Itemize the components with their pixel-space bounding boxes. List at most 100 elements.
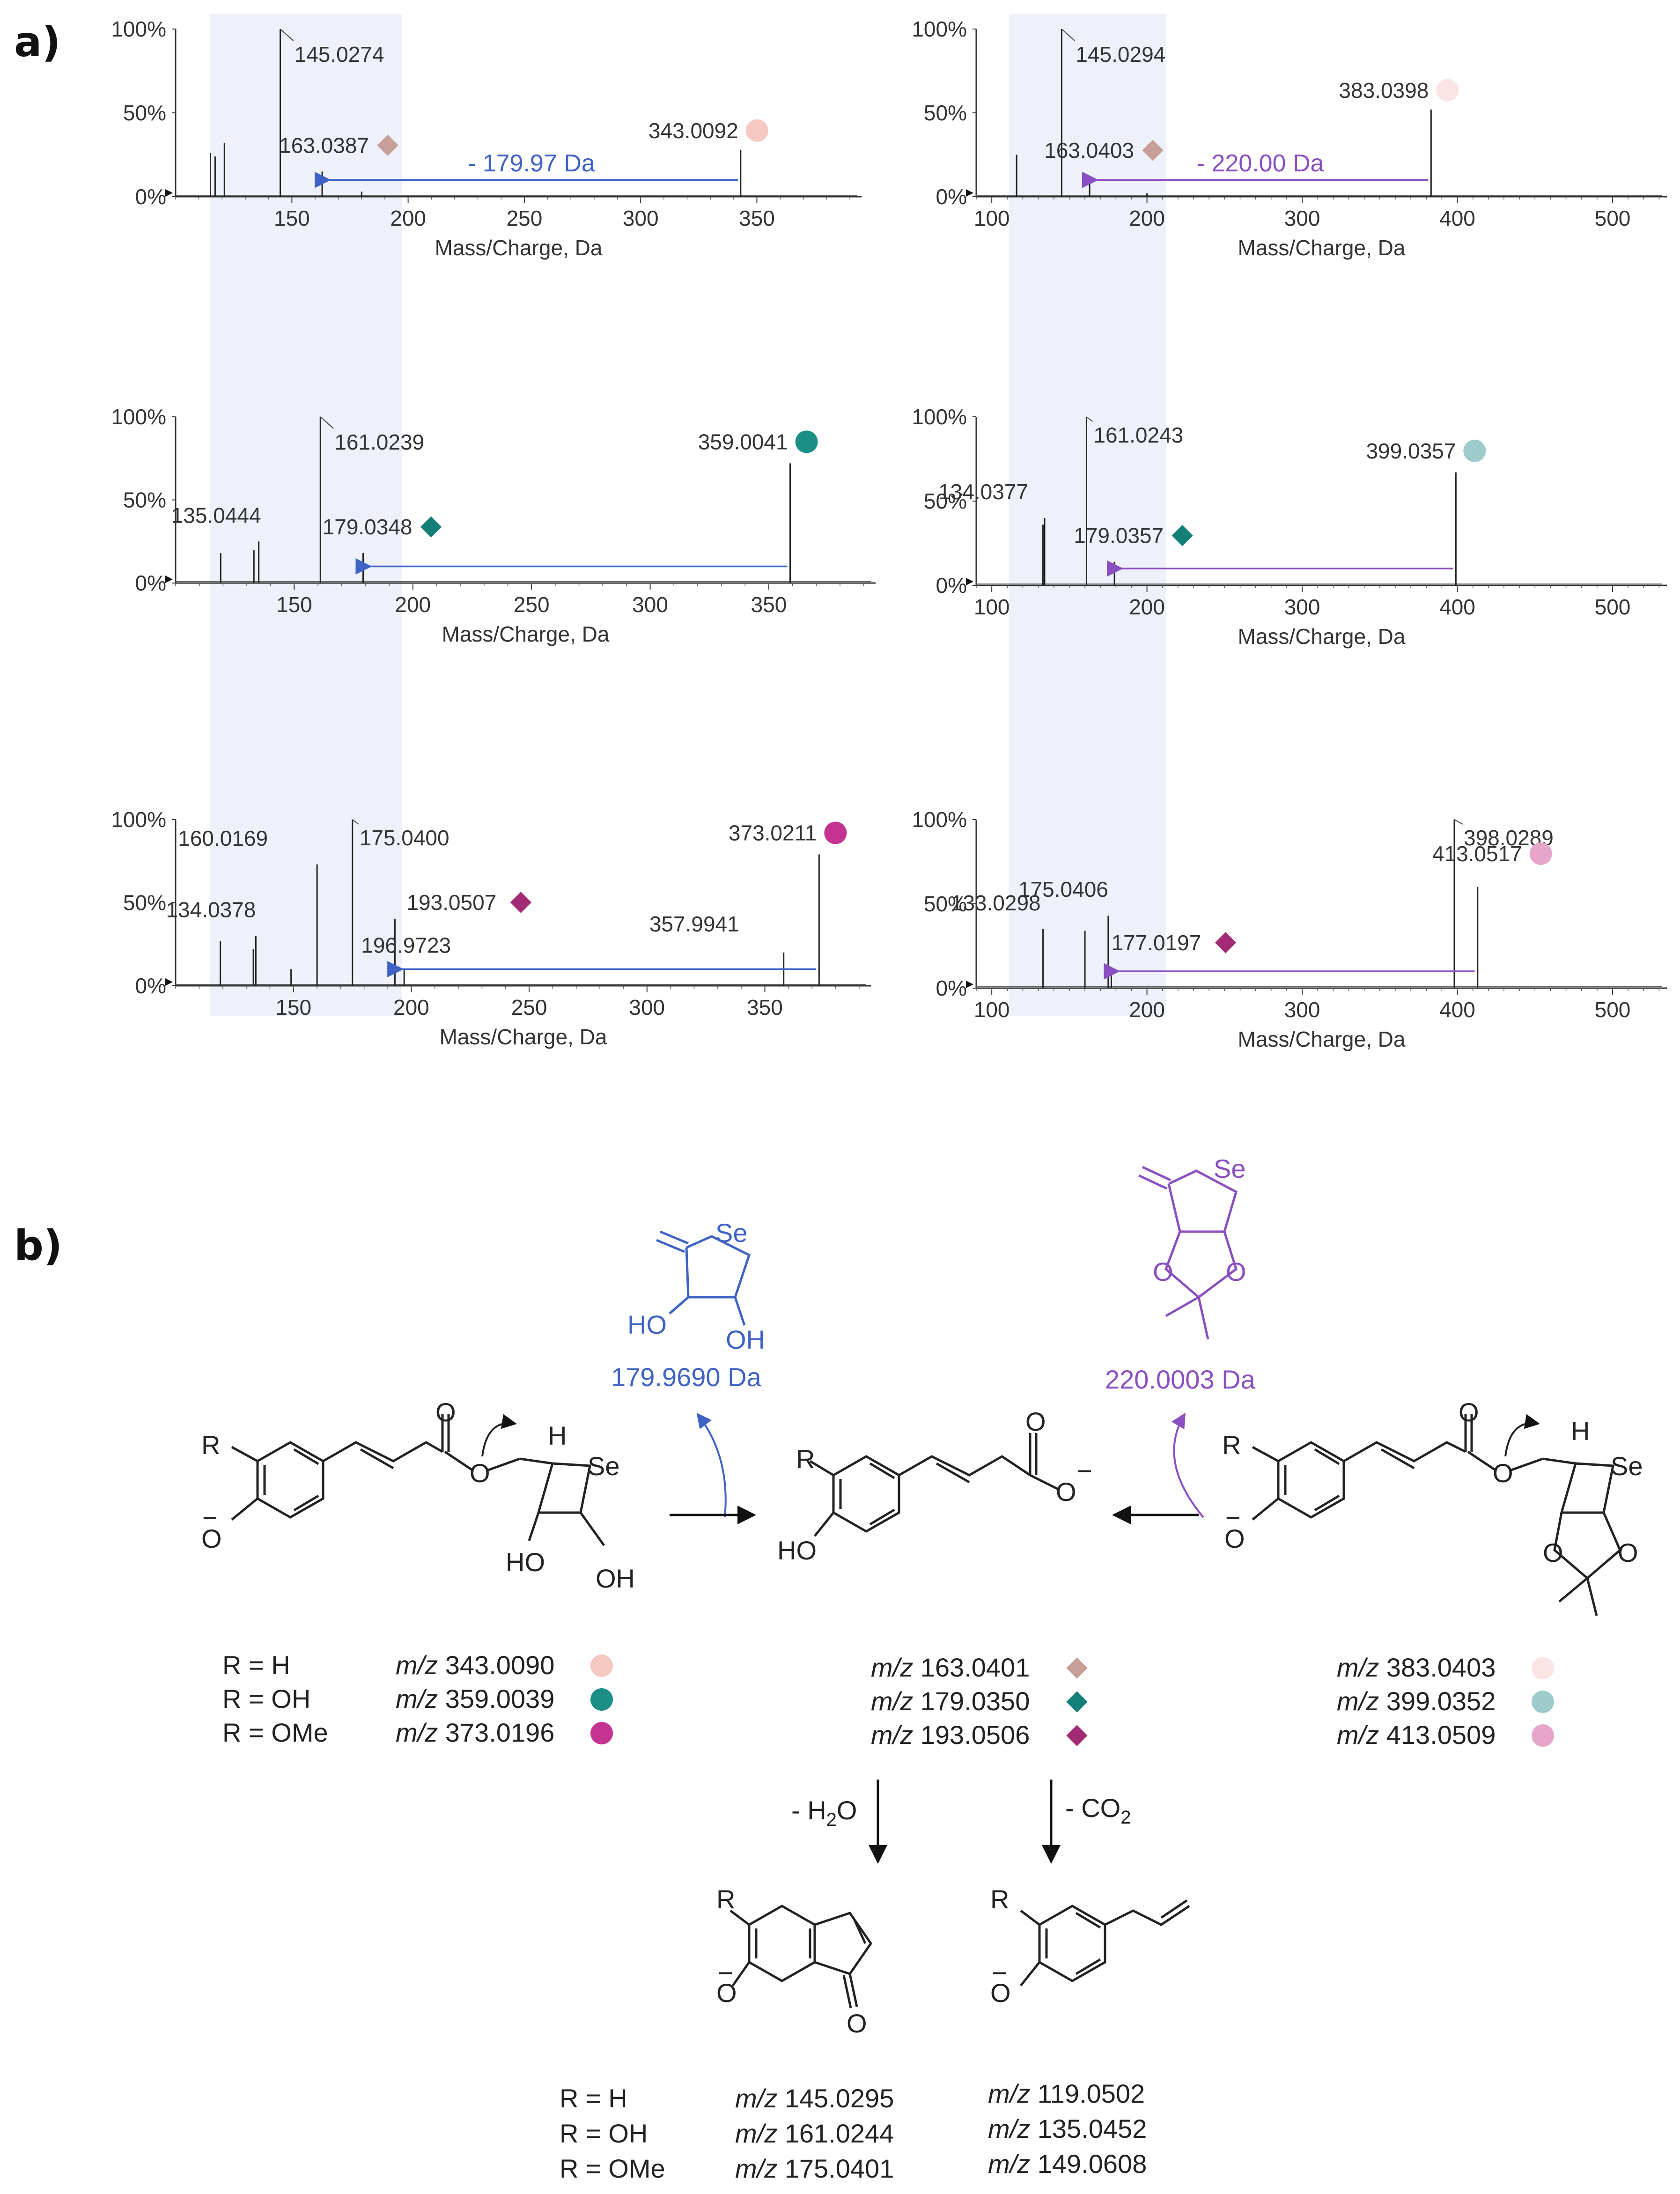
series-diamond-icon [1066, 1691, 1088, 1713]
peak-label: 413.0517 [1432, 842, 1522, 866]
baseline-marker-icon [165, 978, 173, 986]
styrene-o-label: O [990, 1978, 1011, 2008]
y-tick-label: 50% [123, 101, 166, 125]
label-leader [280, 29, 294, 41]
indenone-structure [729, 1905, 873, 2009]
right-electron-arrow [1504, 1414, 1540, 1457]
label-leader [352, 819, 359, 825]
y-tick-label: 100% [111, 405, 166, 429]
y-tick-label: 100% [912, 807, 967, 832]
r-group-label: R = OH [560, 2119, 648, 2148]
blue-se-label: Se [715, 1218, 748, 1248]
baseline-marker-icon [966, 578, 973, 585]
series-circle-icon [590, 1655, 613, 1677]
neutral-loss-label: - 179.97 Da [468, 150, 595, 177]
panel-label-a: a) [14, 18, 61, 66]
x-tick-label: 100 [974, 997, 1010, 1022]
fragment-marker-icon [1215, 932, 1237, 953]
peak-label: 373.0211 [729, 821, 817, 845]
mz-value: m/z 163.0401 [871, 1653, 1030, 1682]
x-tick-label: 250 [507, 206, 543, 230]
neutral-loss-label: - 220.00 Da [1197, 150, 1324, 177]
right-o-label: O [1224, 1524, 1245, 1553]
x-tick-label: 250 [514, 592, 550, 617]
fragment-mz-value: m/z 175.0401 [735, 2154, 894, 2183]
mz-value: m/z 179.0350 [871, 1686, 1030, 1716]
y-tick-label: 0% [936, 185, 967, 209]
mz-value: m/z 359.0039 [396, 1684, 554, 1714]
x-tick-label: 400 [1439, 997, 1475, 1022]
blue-oh-label: OH [726, 1325, 765, 1354]
co2-loss-label: - CO2 [1065, 1793, 1131, 1828]
purple-loss-structure [1138, 1166, 1238, 1340]
series-diamond-icon [1066, 1725, 1088, 1746]
series-diamond-icon [1066, 1657, 1088, 1679]
purple-loss-mass: 220.0003 Da [1105, 1365, 1256, 1394]
fragment-mz-value: m/z 145.0295 [735, 2083, 894, 2113]
x-tick-label: 200 [390, 206, 426, 230]
baseline-marker-icon [165, 576, 173, 583]
mz-value: m/z 413.0509 [1337, 1720, 1496, 1750]
x-tick-label: 300 [1284, 595, 1320, 619]
mid-carbonyl-o: O [1025, 1407, 1046, 1436]
peak-label: 161.0243 [1093, 423, 1183, 447]
left-se-label: Se [588, 1451, 620, 1481]
right-carbonyl-o: O [1459, 1397, 1479, 1427]
peak-label: 163.0403 [1044, 138, 1134, 163]
styrene-minus-label: − [992, 1958, 1007, 1987]
fragment-mz-value: m/z 149.0608 [988, 2149, 1147, 2179]
series-circle-icon [1532, 1724, 1554, 1747]
y-tick-label: 50% [123, 891, 166, 915]
peak-label: 145.0274 [295, 42, 384, 66]
precursor-marker-icon [824, 821, 847, 844]
left-minus-label: − [202, 1503, 218, 1532]
x-tick-label: 300 [1284, 206, 1320, 230]
y-tick-label: 0% [936, 976, 967, 1000]
left-o-label: O [201, 1524, 222, 1553]
peak-label: 133.0298 [951, 891, 1041, 915]
x-tick-label: 300 [629, 995, 665, 1019]
highlight-region-right [1009, 14, 1166, 1016]
mz-value: m/z 373.0196 [396, 1718, 554, 1747]
peak-label: 145.0294 [1076, 42, 1165, 66]
left-electron-arrow [481, 1414, 517, 1457]
x-tick-label: 250 [511, 995, 547, 1019]
series-circle-icon [1532, 1657, 1554, 1679]
highlight-region-left [210, 14, 402, 1016]
mid-anion-o: O [1056, 1477, 1076, 1507]
peak-label: 161.0239 [334, 430, 424, 454]
r-group-label: R = OMe [222, 1718, 328, 1747]
fragment-marker-icon [1172, 524, 1193, 547]
right-precursor-structure [1252, 1414, 1622, 1616]
peak-label: 399.0357 [1366, 439, 1456, 463]
label-leader [1061, 29, 1076, 41]
peak-label: 134.0377 [938, 480, 1028, 504]
peak-label: 135.0444 [171, 503, 261, 527]
mid-series-list: m/z 163.0401 m/z 179.0350 m/z 193.0506 [871, 1653, 1088, 1750]
r-group-label: R = OH [222, 1684, 310, 1714]
mid-ho-label: HO [777, 1536, 817, 1565]
mz-value: m/z 193.0506 [871, 1720, 1030, 1750]
x-tick-label: 300 [623, 206, 659, 230]
y-tick-label: 50% [123, 488, 166, 512]
x-axis-label: Mass/Charge, Da [442, 622, 610, 646]
label-leader [320, 416, 334, 429]
purple-loss-curved-arrow [1171, 1412, 1204, 1518]
purple-se-label: Se [1214, 1154, 1246, 1183]
fragment-marker-icon [510, 892, 532, 913]
peak-label: 177.0197 [1111, 931, 1201, 955]
left-precursor-structure [231, 1414, 605, 1546]
series-circle-icon [590, 1722, 613, 1744]
precursor-marker-icon [745, 119, 768, 142]
fragment-marker-icon [420, 516, 442, 538]
y-tick-label: 0% [135, 185, 166, 209]
x-axis-label: Mass/Charge, Da [440, 1025, 607, 1049]
left-r-label: R [201, 1430, 220, 1460]
series-circle-icon [1532, 1691, 1554, 1713]
left-ho-label: HO [506, 1547, 545, 1577]
